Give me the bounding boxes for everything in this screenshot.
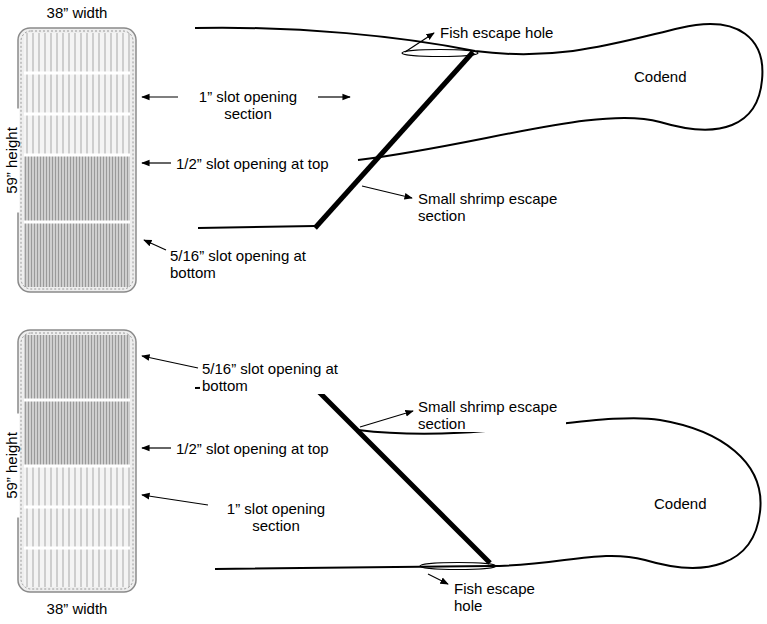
trawl-net — [195, 24, 762, 228]
section-label: 5/16” slot opening at bottom — [168, 247, 340, 281]
section-label: 1” slot opening section — [210, 500, 342, 534]
part-label: Small shrimp escape section — [416, 398, 566, 432]
dimension-label: 38” width — [27, 600, 127, 617]
part-label: Codend — [652, 495, 709, 512]
part-label: Fish escape hole — [438, 24, 608, 41]
dimension-label: 59” height — [2, 109, 19, 213]
leader-arrows — [142, 356, 448, 584]
part-label: Codend — [632, 68, 689, 85]
leader-arrows — [142, 33, 434, 250]
section-label: 1/2” slot opening at top — [174, 155, 331, 172]
dimension-label: 38” width — [27, 4, 127, 21]
part-label: Small shrimp escape section — [416, 190, 566, 224]
section-label: 5/16” slot opening at bottom — [200, 360, 372, 394]
trawl-net — [195, 386, 761, 570]
part-label: Fish escape hole — [452, 580, 562, 614]
dimension-label: 59” height — [2, 414, 19, 518]
grate-panel — [18, 28, 136, 292]
section-label: 1” slot opening section — [182, 88, 314, 122]
section-label: 1/2” slot opening at top — [174, 440, 331, 457]
grate-panel — [18, 330, 136, 592]
